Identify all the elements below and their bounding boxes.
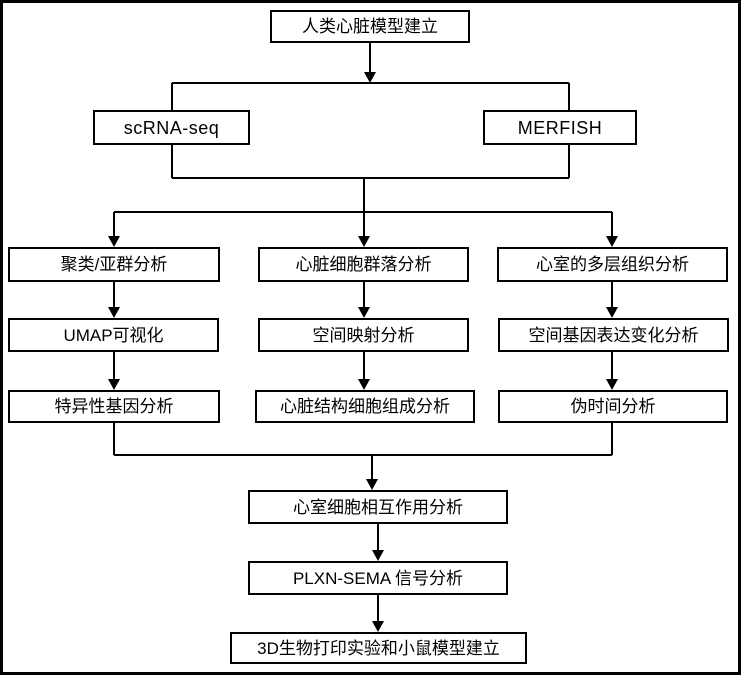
node-cardiac-structure-cell-composition-analysis: 心脏结构细胞组成分析 xyxy=(255,390,475,423)
node-scrna-seq: scRNA-seq xyxy=(93,110,250,145)
node-spatial-mapping-analysis: 空间映射分析 xyxy=(258,318,469,352)
node-ventricle-multilayer-tissue-analysis: 心室的多层组织分析 xyxy=(497,247,728,282)
node-pseudotime-analysis: 伪时间分析 xyxy=(498,390,728,423)
node-merfish: MERFISH xyxy=(483,110,637,145)
node-cardiac-cell-community-analysis: 心脏细胞群落分析 xyxy=(258,247,469,282)
node-human-heart-model: 人类心脏模型建立 xyxy=(270,10,470,43)
node-ventricle-cell-interaction-analysis: 心室细胞相互作用分析 xyxy=(248,490,508,524)
node-clustering-subgroup-analysis: 聚类/亚群分析 xyxy=(8,247,220,282)
node-spatial-gene-expression-change-analysis: 空间基因表达变化分析 xyxy=(498,318,729,352)
node-specific-gene-analysis: 特异性基因分析 xyxy=(8,390,220,423)
node-umap-visualization: UMAP可视化 xyxy=(8,318,219,352)
node-plxn-sema-signal-analysis: PLXN-SEMA 信号分析 xyxy=(248,561,508,595)
node-3d-bioprinting-mouse-model: 3D生物打印实验和小鼠模型建立 xyxy=(230,632,527,664)
